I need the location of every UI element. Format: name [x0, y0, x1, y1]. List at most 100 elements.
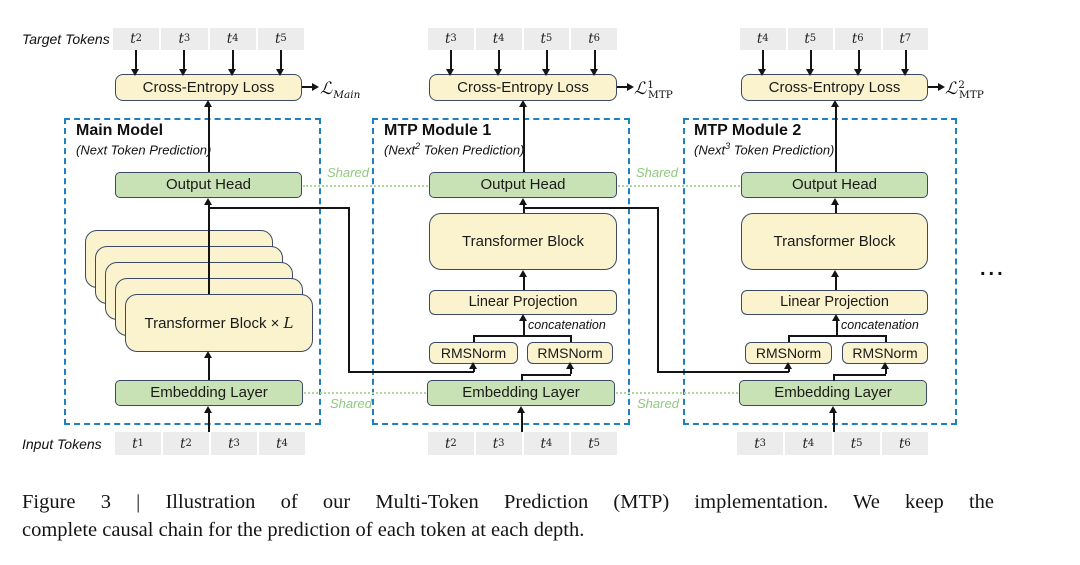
flow-line [523, 104, 525, 172]
flow-line [521, 374, 571, 376]
arrow-head [179, 69, 188, 76]
arrow-head [228, 69, 237, 76]
arrow-head [854, 69, 863, 76]
flow-line [280, 50, 282, 71]
figure-caption: Figure 3 | Illustration of our Multi-Tok… [22, 488, 994, 544]
flow-line [762, 50, 764, 71]
arrow-head [627, 83, 634, 92]
flow-line [657, 207, 659, 372]
shared-label: Shared [327, 165, 369, 180]
transformer-stack-card: Transformer Block × L [125, 294, 313, 352]
output-head-box: Output Head [115, 172, 302, 198]
flow-line [208, 207, 349, 209]
flow-line [788, 335, 886, 337]
arrow-head [276, 69, 285, 76]
flow-line [498, 50, 500, 71]
transformer-block-box: Transformer Block [741, 213, 928, 270]
cross-entropy-loss-box: Cross-Entropy Loss [115, 74, 302, 101]
arrow-head [881, 362, 890, 369]
input-tokens-label: Input Tokens [22, 436, 102, 452]
arrow-head [832, 314, 841, 321]
flow-line [833, 374, 886, 376]
flow-line [928, 86, 939, 88]
caption-line-2: complete causal chain for the prediction… [22, 519, 585, 541]
flow-line [657, 371, 789, 373]
rmsnorm-right-box: RMSNorm [842, 342, 928, 364]
embedding-layer-box: Embedding Layer [739, 380, 927, 406]
arrow-head [831, 198, 840, 205]
arrow-head [204, 100, 213, 107]
flow-line [473, 335, 475, 342]
arrow-head [519, 198, 528, 205]
flow-line [836, 318, 838, 335]
flow-line [348, 371, 474, 373]
flow-line [302, 86, 313, 88]
arrow-head [494, 69, 503, 76]
linear-projection-box: Linear Projection [429, 290, 617, 315]
flow-line [617, 86, 628, 88]
flow-line [183, 50, 185, 71]
arrow-head [519, 100, 528, 107]
output-head-box: Output Head [429, 172, 617, 198]
arrow-head [758, 69, 767, 76]
flow-line [835, 273, 837, 290]
more-modules-ellipsis: ... [980, 258, 1006, 280]
flow-line [523, 273, 525, 290]
flow-line [788, 366, 790, 372]
arrow-head [519, 270, 528, 277]
transformer-stack-label: Transformer Block × L [144, 314, 294, 332]
arrow-head [131, 69, 140, 76]
arrow-head [204, 198, 213, 205]
rmsnorm-right-box: RMSNorm [527, 342, 613, 364]
loss-label-main: ℒMain [320, 79, 361, 101]
loss-label-mtp2: ℒ2MTP [945, 79, 984, 101]
arrow-head [446, 69, 455, 76]
arrow-head [784, 362, 793, 369]
arrow-head [517, 406, 526, 413]
shared-label: Shared [637, 396, 679, 411]
loss-label-mtp1: ℒ1MTP [634, 79, 673, 101]
shared-link-line [304, 392, 426, 394]
flow-line [473, 366, 475, 372]
flow-line [594, 50, 596, 71]
flow-line [835, 201, 837, 213]
arrow-head [831, 270, 840, 277]
rmsnorm-left-box: RMSNorm [429, 342, 518, 364]
caption-line-1: Figure 3 | Illustration of our Multi-Tok… [22, 491, 994, 513]
flow-line [570, 366, 572, 374]
flow-line [473, 335, 571, 337]
cross-entropy-loss-box: Cross-Entropy Loss [429, 74, 617, 101]
flow-line [523, 318, 525, 335]
arrow-head [469, 362, 478, 369]
flow-line [570, 335, 572, 342]
shared-link-line [616, 392, 738, 394]
linear-projection-box: Linear Projection [741, 290, 928, 315]
arrow-head [519, 314, 528, 321]
shared-link-line [303, 185, 428, 187]
embedding-layer-box: Embedding Layer [427, 380, 615, 406]
module-subtitle: (Next Token Prediction) [76, 142, 212, 158]
main-model-module-frame [64, 118, 321, 425]
flow-line [450, 50, 452, 71]
arrow-head [829, 406, 838, 413]
flow-line [810, 50, 812, 71]
arrow-head [590, 69, 599, 76]
mtp-module-2-frame [683, 118, 957, 425]
